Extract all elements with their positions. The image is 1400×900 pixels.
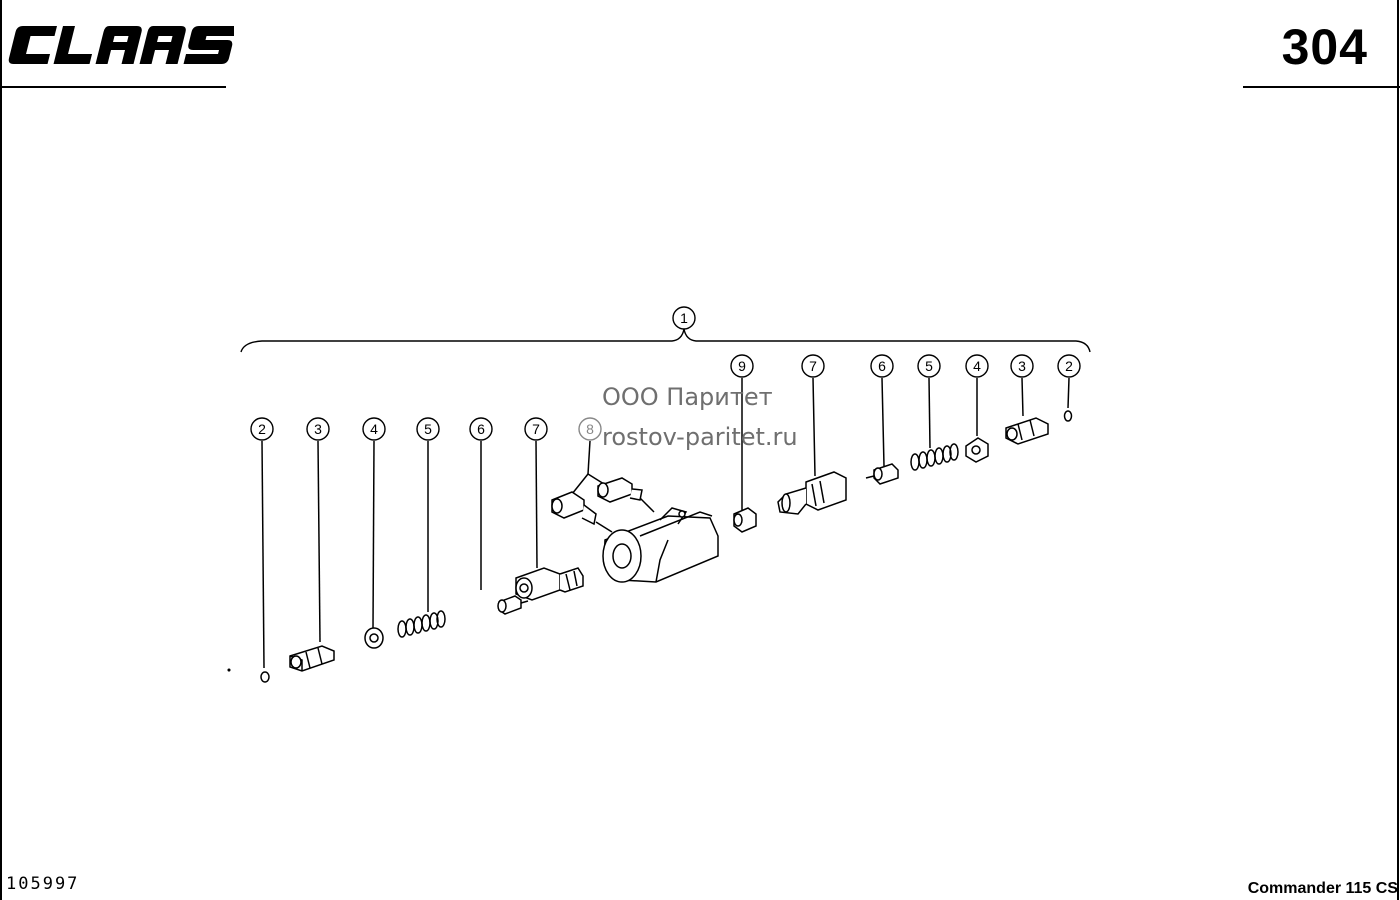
callout-left-3: 3 xyxy=(314,421,322,437)
callout-left-8: 8 xyxy=(586,421,594,437)
callout-left-4: 4 xyxy=(370,421,378,437)
assembly-brace xyxy=(240,328,1091,353)
claas-logo xyxy=(8,26,234,64)
callout-right-3: 3 xyxy=(1018,358,1026,374)
callout-markers xyxy=(250,306,1081,441)
callout-assembly: 1 xyxy=(680,310,688,326)
callout-left-2: 2 xyxy=(258,421,266,437)
callout-left-6: 6 xyxy=(477,421,485,437)
page-number: 304 xyxy=(1281,19,1368,75)
callout-right-6: 6 xyxy=(878,358,886,374)
watermark-company: ООО Паритет xyxy=(602,383,773,411)
callout-left-7: 7 xyxy=(532,421,540,437)
callout-right-5: 5 xyxy=(925,358,933,374)
callout-left-5: 5 xyxy=(424,421,432,437)
callout-right-9: 9 xyxy=(738,358,746,374)
model-name: Commander 115 CS xyxy=(1247,880,1398,897)
exploded-view xyxy=(227,377,1073,683)
callout-right-7: 7 xyxy=(809,358,817,374)
watermark-url: rostov-paritet.ru xyxy=(602,423,798,451)
callout-right-4: 4 xyxy=(973,358,981,374)
drawing-number: 105997 xyxy=(6,874,80,894)
callout-right-2: 2 xyxy=(1065,358,1073,374)
